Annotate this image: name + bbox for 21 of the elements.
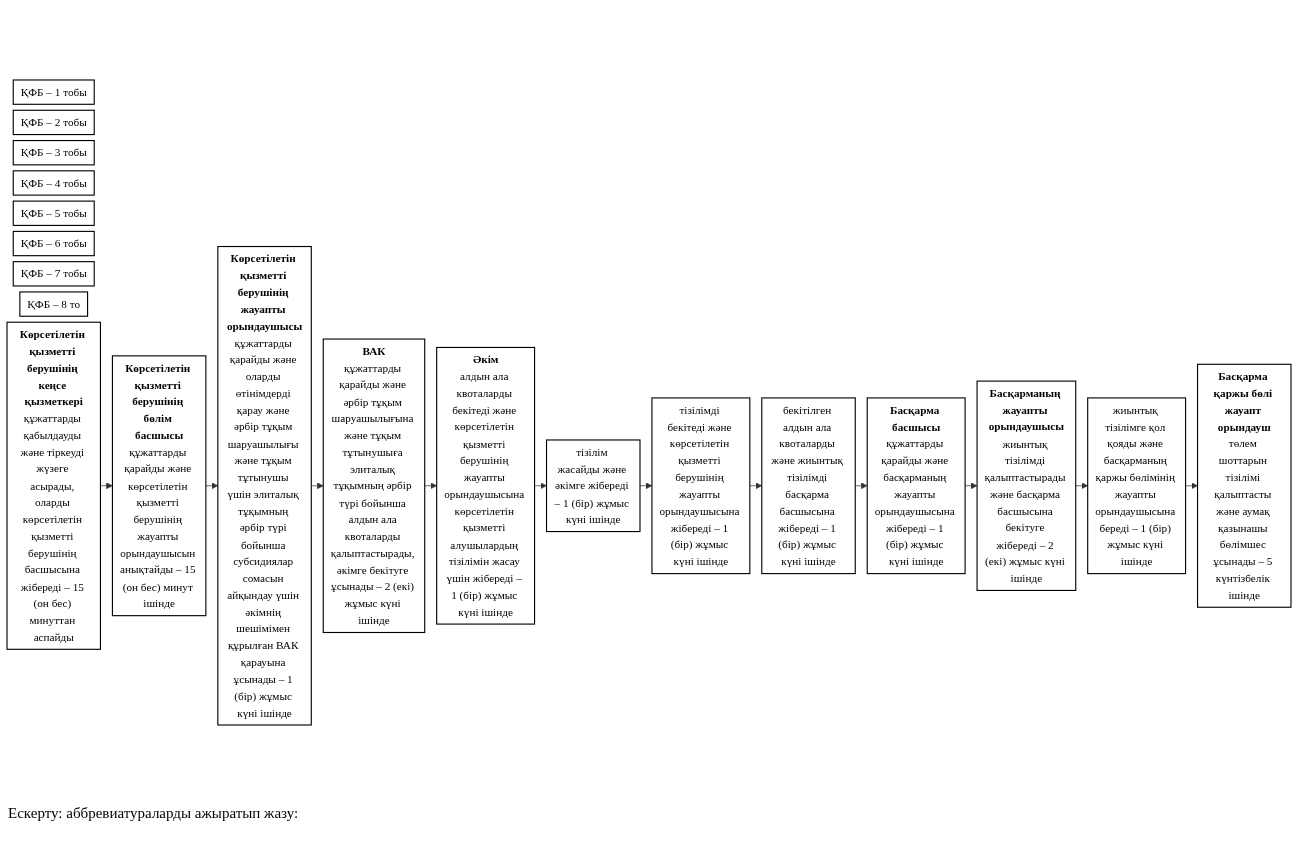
node-box: бекітілген алдын ала квоталарды және жиынтық тізілімді басқарма басшысына жібереді – 1 (бір) жұмыс күні ішінде: [760, 397, 856, 575]
node-box: ВАК құжаттарды қарайды және әрбір тұқым шаруашылығына және тұқым тұтынушыға элиталық тұқымның әрбір түрі бойынша алдын ала квоталарды қалыптастырады, әкімге бекітуге ұсынады – 2 (екі) жұмыс күні ішінде: [322, 338, 425, 634]
node-box: Басқарманың жауапты орындаушысы жиынтық тізілімді қалыптастырады және басқарма басшысына бекітуге жібереді – 2 (екі) жұмыс күні ішінде: [976, 380, 1076, 591]
node-box: тізілімді бекітеді және көрсетілетін қызметті берушінің жауапты орындаушысына жібереді – 1 (бір) жұмыс күні ішінде: [650, 397, 750, 575]
node-box: жиынтық тізілімге қол қояды және басқарманың қаржы бөлімінің жауапты орындаушысына береді – 1 (бір) жұмыс күні ішінде: [1086, 397, 1186, 575]
node-box: Басқарма қаржы бөлі жауапт орындауш төлем шоттарын тізілімі қалыптасты және аумақ қазынашы бөлімшес ұсынады – 5 күнтізбелік ішінде: [1196, 363, 1292, 608]
node-box: ҚФБ – 7 тобы: [12, 261, 95, 287]
node-box: Көрсетілетін қызметті берушінің бөлім басшысы құжаттарды қарайды және көрсетілетін қызметті берушінің жауапты орындаушысын анықтайды – 15 (он бес) минут ішінде: [111, 355, 206, 617]
node-box: Басқарма басшысы құжаттарды қарайды және басқарманың жауапты орындаушысына жібереді – 1 (бір) жұмыс күні ішінде: [866, 397, 966, 575]
node-box: Әкім алдын ала квоталарды бекітеді және көрсетілетін қызметті берушінің жауапты орындаушысына көрсетілетін қызметті алушылардың тізілімін жасау үшін жібереді – 1 (бір) жұмыс күні ішінде: [435, 346, 535, 625]
node-box: ҚФБ – 6 тобы: [12, 230, 95, 257]
node-box: Көрсетілетін қызметті берушінің кеңсе қызметкері құжаттарды қабылдауды және тіркеуді жүзеге асырады, оларды көрсетілетін қызметті берушінің басшысына жібереді – 15 (он бес) минуттан аспайды: [5, 321, 101, 650]
node-box: Көрсетілетін қызметті берушінің жауапты орындаушысы құжаттарды қарайды және оларды өтінімдерді қарау және әрбір тұқым шаруашылығы және тұқым тұтынушы үшін элиталық тұқымның әрбір түрі бойынша субсидиялар сомасын айқындау үшін әкімнің шешімімен құрылған ВАК қарауына ұсынады – 1 (бір) жұмыс күні ішінде: [216, 245, 312, 726]
node-box: ҚФБ – 8 то: [18, 291, 88, 317]
note-text: Ескерту: аббревиатураларды ажыратып жазу:: [8, 805, 300, 822]
node-box: тізілім жасайды және әкімге жібереді – 1 (бір) жұмыс күні ішінде: [545, 439, 641, 533]
node-box: ҚФБ – 1 тобы: [12, 79, 95, 105]
node-box: ҚФБ – 3 тобы: [12, 140, 95, 166]
node-box: ҚФБ – 5 тобы: [12, 200, 95, 226]
node-box: ҚФБ – 2 тобы: [12, 109, 95, 136]
node-box: ҚФБ – 4 тобы: [12, 170, 95, 196]
